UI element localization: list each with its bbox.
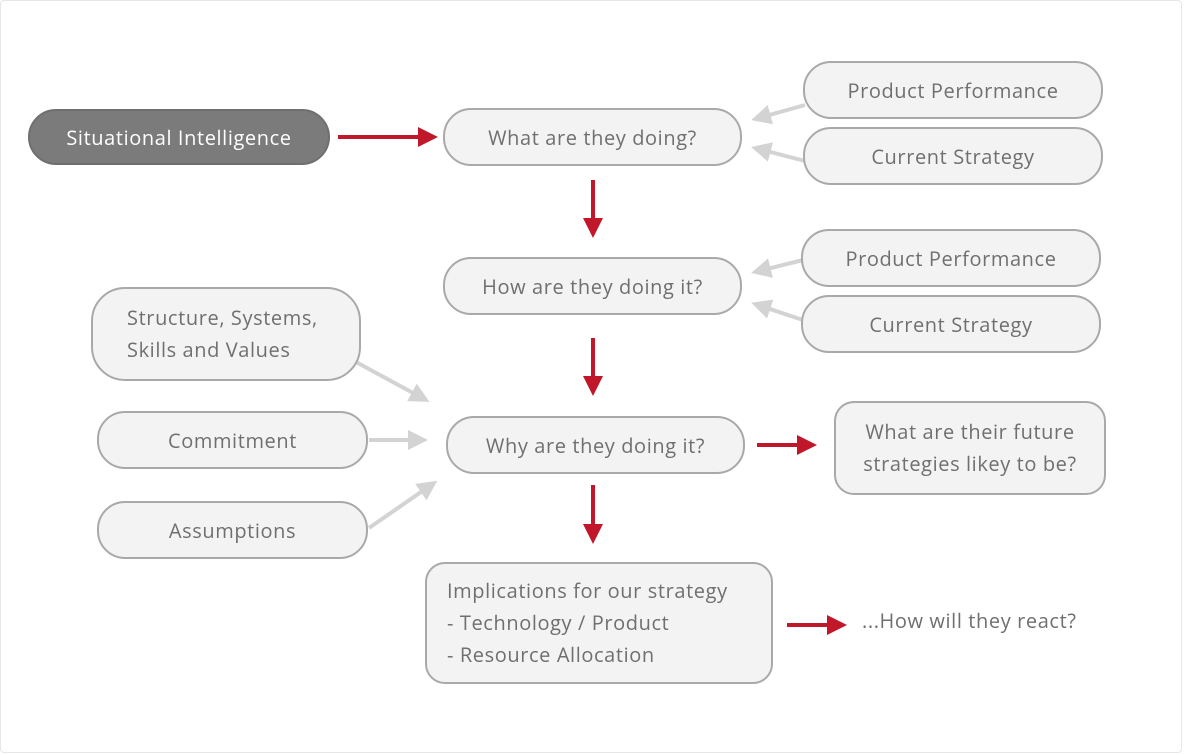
node-situational-intelligence: Situational Intelligence [28,109,330,165]
node-commitment-label: Commitment [168,426,297,454]
arrow-product-performance-2-to-how [751,258,804,278]
node-situational-intelligence-label: Situational Intelligence [66,123,292,151]
node-why-are-they-doing-it-label: Why are they doing it? [485,431,706,459]
arrow-assumptions-to-why [367,480,438,530]
node-structure-systems-line-1: Structure, Systems, [127,304,318,331]
node-how-are-they-doing-it-label: How are they doing it? [482,272,703,300]
node-why-are-they-doing-it: Why are they doing it? [446,416,745,474]
arrow-product-performance-1-to-what [751,103,806,125]
react-text: ...How will they react? [862,607,1077,634]
node-current-strategy-1-label: Current Strategy [871,142,1035,170]
node-implications-line-2: - Technology / Product [447,609,670,636]
arrow-current-strategy-2-to-how [751,299,804,322]
arrow-structure-to-why [355,360,430,402]
node-implications: Implications for our strategy - Technolo… [425,562,773,684]
node-structure-systems: Structure, Systems, Skills and Values [91,287,361,381]
node-assumptions: Assumptions [97,501,368,559]
node-what-are-they-doing-label: What are they doing? [488,123,697,151]
node-implications-line-3: - Resource Allocation [447,641,655,668]
node-structure-systems-text: Structure, Systems, Skills and Values [127,302,318,366]
node-future-strategies-line-2: strategies likey to be? [863,450,1077,477]
node-future-strategies-text: What are their future strategies likey t… [863,416,1076,480]
node-current-strategy-2: Current Strategy [801,295,1101,353]
node-implications-line-1: Implications for our strategy [447,577,728,604]
node-current-strategy-1: Current Strategy [803,127,1103,185]
node-product-performance-2: Product Performance [801,229,1101,287]
node-assumptions-label: Assumptions [168,516,297,544]
node-product-performance-1: Product Performance [803,61,1103,119]
node-commitment: Commitment [97,411,368,469]
node-current-strategy-2-label: Current Strategy [869,310,1033,338]
node-structure-systems-line-2: Skills and Values [127,336,291,363]
node-product-performance-2-label: Product Performance [845,244,1057,272]
arrow-current-strategy-1-to-what [751,142,806,163]
node-product-performance-1-label: Product Performance [847,76,1059,104]
node-future-strategies-line-1: What are their future [865,418,1075,445]
node-what-are-they-doing: What are they doing? [443,108,742,166]
node-implications-text: Implications for our strategy - Technolo… [447,575,728,671]
node-future-strategies: What are their future strategies likey t… [834,401,1106,495]
node-how-are-they-doing-it: How are they doing it? [443,257,742,315]
